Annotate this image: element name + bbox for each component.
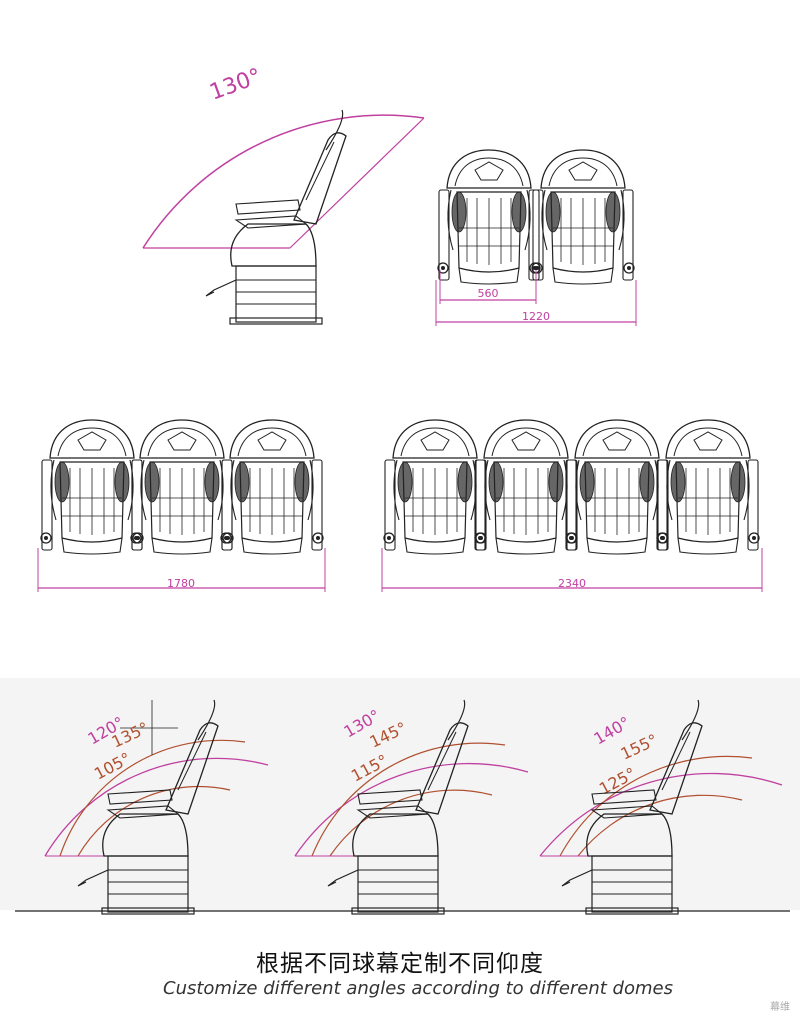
recline-arc	[142, 114, 425, 249]
seat-width-label: 560	[478, 287, 499, 300]
watermark: 幕维	[770, 1002, 790, 1013]
single-seat-side-view: 130°	[142, 64, 425, 325]
recline-diagram-3: 140° 155° 125°	[539, 699, 783, 915]
recline-angle-label: 130°	[207, 64, 265, 106]
two-seat-width-label: 1220	[522, 310, 550, 323]
three-seat-top-view: 1780	[37, 419, 326, 592]
three-seat-width-label: 1780	[167, 577, 195, 590]
four-seat-width-label: 2340	[558, 577, 586, 590]
two-seat-top-view: 560 1220	[435, 149, 637, 326]
caption-english: Customize different angles according to …	[163, 978, 673, 999]
four-seat-top-view: 2340	[381, 419, 763, 592]
caption-chinese: 根据不同球幕定制不同仰度	[256, 951, 544, 977]
